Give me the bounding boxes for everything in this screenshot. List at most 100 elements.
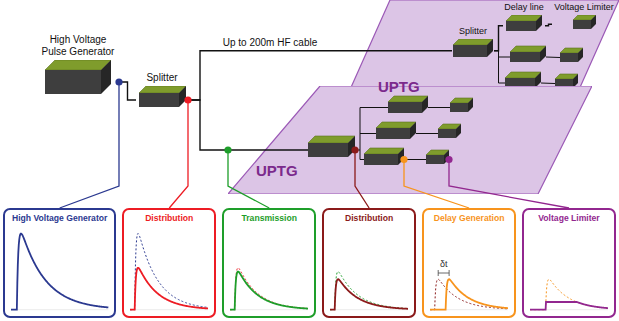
waveform xyxy=(324,225,414,316)
delay-line-box: Delay line xyxy=(503,2,545,31)
box-side xyxy=(540,46,546,62)
waveform xyxy=(524,225,614,316)
box-side xyxy=(398,148,404,165)
baseline xyxy=(230,310,308,311)
box-top xyxy=(506,15,542,21)
reference-trace xyxy=(530,280,608,310)
box-side xyxy=(444,150,449,164)
waveform-panel: Distribution xyxy=(122,208,216,318)
box-top xyxy=(510,46,546,52)
box-3d xyxy=(453,39,493,57)
box-label: Delay line xyxy=(503,2,545,13)
box-top xyxy=(139,86,186,93)
signal-trace xyxy=(530,302,608,310)
delay-label: δt xyxy=(439,259,449,269)
box-top xyxy=(364,148,404,154)
box-top xyxy=(376,122,416,128)
signal-trace xyxy=(330,280,408,310)
uptg-panel: UPTG xyxy=(228,86,592,194)
cable xyxy=(228,149,308,150)
waveform xyxy=(5,225,114,316)
limiter-unit xyxy=(426,150,449,164)
box-3d xyxy=(573,15,596,29)
box-front xyxy=(560,53,578,62)
waveform xyxy=(224,225,314,316)
box-3d xyxy=(45,60,111,94)
box-3d xyxy=(139,86,186,107)
box-side xyxy=(591,15,596,29)
reference-trace xyxy=(330,272,408,310)
box-front xyxy=(453,45,487,57)
baseline xyxy=(330,310,408,311)
baseline xyxy=(130,310,208,311)
box-front xyxy=(438,129,456,138)
probe-point xyxy=(115,78,122,85)
box-side xyxy=(410,122,416,139)
generator-box: High Voltage Pulse Generator xyxy=(37,34,119,94)
box-side xyxy=(101,60,111,94)
waveform-panel: Delay Generation xyxy=(422,208,516,318)
box-label: Voltage Limiter xyxy=(552,2,616,13)
wire xyxy=(494,51,499,83)
cable xyxy=(119,82,136,100)
signal-trace xyxy=(430,280,508,310)
reference-trace xyxy=(430,280,508,310)
box-label: Splitter xyxy=(136,72,188,84)
panel-outline xyxy=(228,86,592,194)
box-top xyxy=(388,96,428,102)
box-top xyxy=(505,72,541,78)
signal-trace xyxy=(230,272,308,310)
unit-label: UPTG xyxy=(378,78,420,95)
signal-trace xyxy=(130,268,208,310)
panel-title: Distribution xyxy=(328,210,410,223)
signal-trace xyxy=(11,234,108,310)
box-side xyxy=(468,98,473,112)
box-top xyxy=(453,39,493,45)
box-top xyxy=(308,136,355,143)
splitter-box: Splitter xyxy=(136,72,188,107)
panel-title: Voltage Limiter xyxy=(528,210,610,223)
box-side xyxy=(578,48,583,62)
box-front xyxy=(573,20,591,29)
delay-line-unit xyxy=(364,148,404,165)
box-side xyxy=(422,96,428,113)
reference-trace xyxy=(230,268,308,310)
limiter-unit xyxy=(450,98,473,112)
box-front xyxy=(426,155,444,164)
cable xyxy=(188,100,228,150)
box-front xyxy=(364,154,398,165)
reference-trace xyxy=(130,234,208,310)
box-front xyxy=(308,143,348,157)
wire xyxy=(355,108,360,160)
box-front xyxy=(139,93,179,107)
splitter-box: Splitter xyxy=(452,26,494,57)
unit-label: UPTG xyxy=(256,162,298,179)
panel-title: Transmission xyxy=(228,210,310,223)
waveform-panel: High Voltage Generator xyxy=(3,208,116,318)
panel-title: Distribution xyxy=(128,210,210,223)
waveform xyxy=(424,225,514,316)
box-front xyxy=(45,70,101,94)
box-side xyxy=(487,39,493,57)
waveform xyxy=(124,225,214,316)
probe-leader xyxy=(169,100,188,208)
box-side xyxy=(348,136,355,157)
waveform-panel: Distribution xyxy=(322,208,416,318)
cable-label: Up to 200m HF cable xyxy=(221,37,320,48)
box-3d xyxy=(506,15,542,31)
panel-title: Delay Generation xyxy=(428,210,510,223)
box-front xyxy=(506,21,536,31)
splitter-unit xyxy=(308,136,355,157)
panel-title: High Voltage Generator xyxy=(9,210,110,223)
limiter-unit xyxy=(560,48,583,62)
box-top xyxy=(45,60,111,70)
box-label: High Voltage Pulse Generator xyxy=(37,34,119,58)
box-front xyxy=(388,102,422,113)
box-side xyxy=(456,124,461,138)
box-front xyxy=(376,128,410,139)
box-front xyxy=(510,52,540,62)
delay-bracket xyxy=(438,270,449,276)
delay-line-unit xyxy=(376,122,416,139)
box-label: Splitter xyxy=(452,26,494,37)
